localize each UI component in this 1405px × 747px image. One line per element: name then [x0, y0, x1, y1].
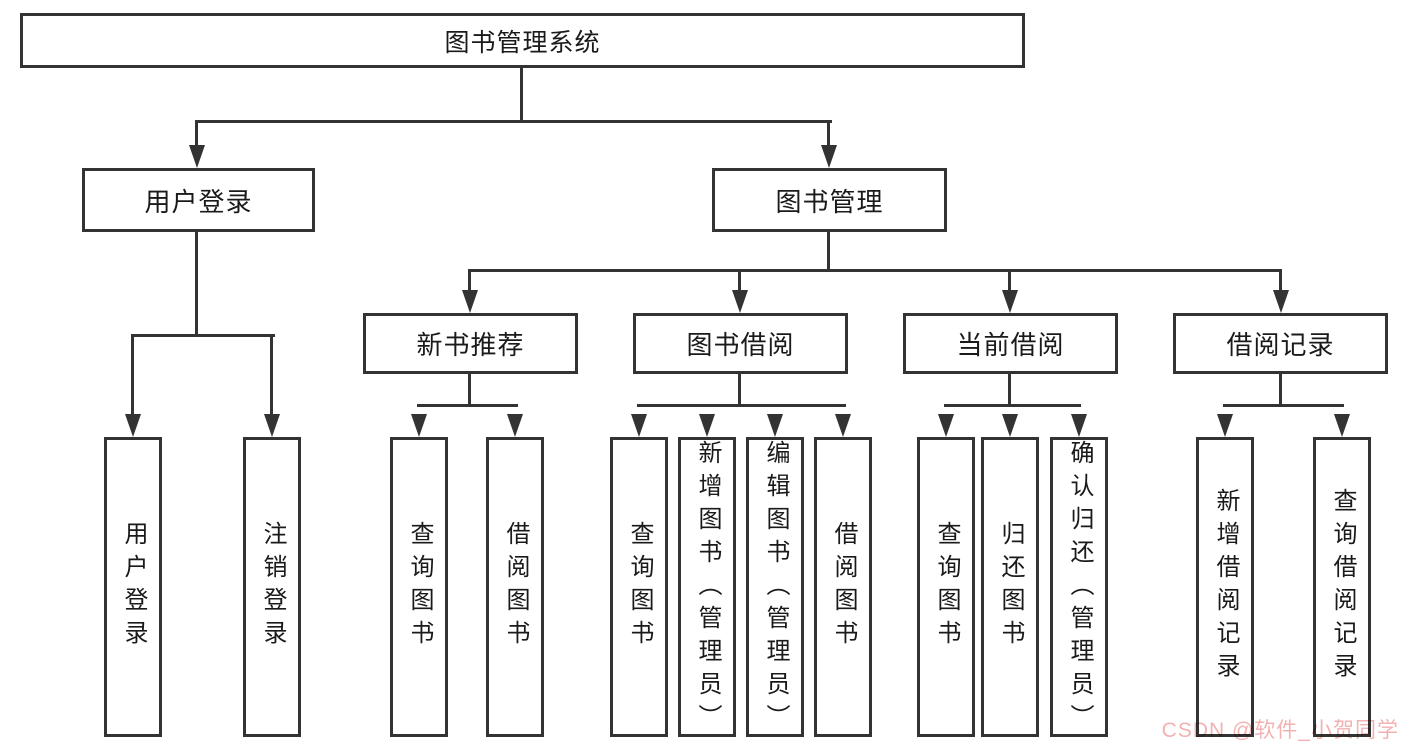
- arrow-down-icon: [938, 414, 954, 437]
- leaf-label: 新增图书（管理员）: [694, 440, 721, 737]
- connector-line: [520, 68, 523, 122]
- arrow-down-icon: [821, 145, 837, 168]
- leaf-rec-query-record: 查询借阅记录: [1313, 437, 1371, 737]
- arrow-down-icon: [411, 414, 427, 437]
- leaf-label: 归还图书: [997, 521, 1024, 653]
- arrow-down-icon: [835, 414, 851, 437]
- leaf-bb-edit-books-admin: 编辑图书（管理员）: [746, 437, 804, 737]
- leaf-label: 确认归还（管理员）: [1066, 440, 1093, 737]
- leaf-nb-borrow-books: 借阅图书: [486, 437, 544, 737]
- leaf-cb-return-books: 归还图书: [981, 437, 1039, 737]
- node-book-management: 图书管理: [712, 168, 947, 232]
- connector-line: [1279, 269, 1282, 293]
- connector-line: [270, 334, 273, 416]
- leaf-bb-query-books: 查询图书: [610, 437, 668, 737]
- connector-line: [1008, 269, 1011, 293]
- arrow-down-icon: [462, 290, 478, 313]
- arrow-down-icon: [1273, 290, 1289, 313]
- leaf-label: 查询图书: [406, 521, 433, 653]
- arrow-down-icon: [1334, 414, 1350, 437]
- arrow-down-icon: [1217, 414, 1233, 437]
- connector-line: [131, 334, 275, 337]
- arrow-down-icon: [631, 414, 647, 437]
- connector-line: [738, 269, 741, 293]
- arrow-down-icon: [125, 414, 141, 437]
- leaf-label: 查询图书: [933, 521, 960, 653]
- connector-line: [468, 269, 1282, 272]
- leaf-label: 编辑图书（管理员）: [762, 440, 789, 737]
- node-book-borrow: 图书借阅: [633, 313, 848, 374]
- arrow-down-icon: [264, 414, 280, 437]
- node-user-login: 用户登录: [82, 168, 315, 232]
- connector-line: [131, 334, 134, 416]
- leaf-label: 借阅图书: [830, 521, 857, 653]
- csdn-watermark: CSDN @软件_小贺同学: [1161, 719, 1399, 742]
- leaf-label: 查询图书: [626, 521, 653, 653]
- arrow-down-icon: [699, 414, 715, 437]
- connector-line: [1279, 374, 1282, 407]
- connector-line: [637, 404, 846, 407]
- connector-line: [195, 120, 198, 147]
- node-current-borrow: 当前借阅: [903, 313, 1118, 374]
- connector-line: [827, 232, 830, 272]
- leaf-label: 用户登录: [120, 521, 147, 653]
- leaf-user-login: 用户登录: [104, 437, 162, 737]
- leaf-label: 借阅图书: [502, 521, 529, 653]
- arrow-down-icon: [732, 290, 748, 313]
- arrow-down-icon: [1002, 414, 1018, 437]
- leaf-label: 查询借阅记录: [1329, 488, 1356, 686]
- connector-line: [738, 374, 741, 407]
- leaf-label: 新增借阅记录: [1212, 488, 1239, 686]
- leaf-cb-confirm-return-admin: 确认归还（管理员）: [1050, 437, 1108, 737]
- leaf-logout: 注销登录: [243, 437, 301, 737]
- leaf-nb-query-books: 查询图书: [390, 437, 448, 737]
- leaf-bb-borrow-books: 借阅图书: [814, 437, 872, 737]
- connector-line: [195, 232, 198, 336]
- connector-line: [944, 404, 1081, 407]
- node-root-system: 图书管理系统: [20, 13, 1025, 68]
- leaf-rec-add-record: 新增借阅记录: [1196, 437, 1254, 737]
- arrow-down-icon: [189, 145, 205, 168]
- leaf-cb-query-books: 查询图书: [917, 437, 975, 737]
- arrow-down-icon: [1071, 414, 1087, 437]
- connector-line: [195, 120, 832, 123]
- connector-line: [1223, 404, 1344, 407]
- connector-line: [827, 120, 830, 147]
- node-borrow-records: 借阅记录: [1173, 313, 1388, 374]
- connector-line: [468, 374, 471, 407]
- arrow-down-icon: [767, 414, 783, 437]
- leaf-label: 注销登录: [259, 521, 286, 653]
- arrow-down-icon: [1002, 290, 1018, 313]
- node-new-book-recommend: 新书推荐: [363, 313, 578, 374]
- connector-line: [1008, 374, 1011, 407]
- connector-line: [417, 404, 518, 407]
- leaf-bb-add-books-admin: 新增图书（管理员）: [678, 437, 736, 737]
- connector-line: [468, 269, 471, 293]
- arrow-down-icon: [507, 414, 523, 437]
